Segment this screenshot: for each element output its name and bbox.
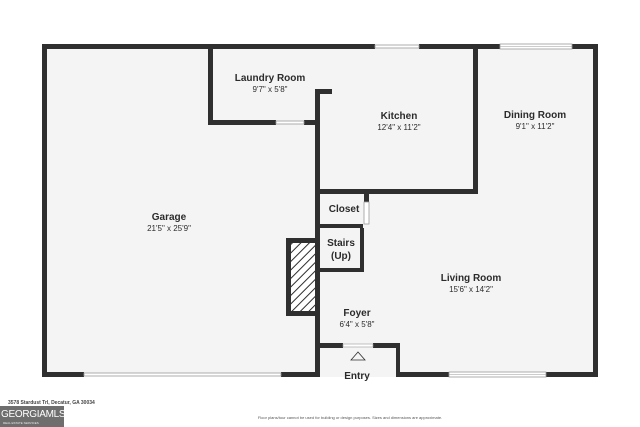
logo-wordmark: GEORGIAMLS [1,409,66,420]
kitchen-label: Kitchen [381,111,418,122]
property-address: 3578 Stardust Trl, Decatur, GA 30034 [8,400,95,406]
dining-room-dims: 9'1" x 11'2" [516,122,555,131]
logo-tagline: REAL ESTATE SERVICES [3,421,39,425]
garage-label: Garage [152,212,187,223]
closet-label: Closet [329,204,360,215]
stairs-label: Stairs [327,238,355,249]
dining-room-label: Dining Room [504,110,566,121]
living-room-dims: 15'6" x 14'2" [449,285,493,294]
laundry-room-dims: 9'7" x 5'8" [253,85,288,94]
garage-dims: 21'5" x 25'9" [147,224,191,233]
stairs-direction: (Up) [331,251,351,262]
entry-door [342,343,374,348]
laundry-room-label: Laundry Room [235,73,306,84]
kitchen-dims: 12'4" x 11'2" [377,123,420,132]
under-stairs-storage [291,243,315,311]
entry-arrow-icon [350,351,366,361]
disclaimer-text: Floor plans/tour cannot be used for buil… [257,415,443,420]
window-mullions [449,46,572,375]
entry-label: Entry [344,371,370,382]
georgia-mls-logo: GEORGIAMLS REAL ESTATE SERVICES [0,406,66,427]
living-room-label: Living Room [441,273,502,284]
foyer-label: Foyer [343,308,370,319]
walls [42,44,598,377]
foyer-dims: 6'4" x 5'8" [340,320,375,329]
